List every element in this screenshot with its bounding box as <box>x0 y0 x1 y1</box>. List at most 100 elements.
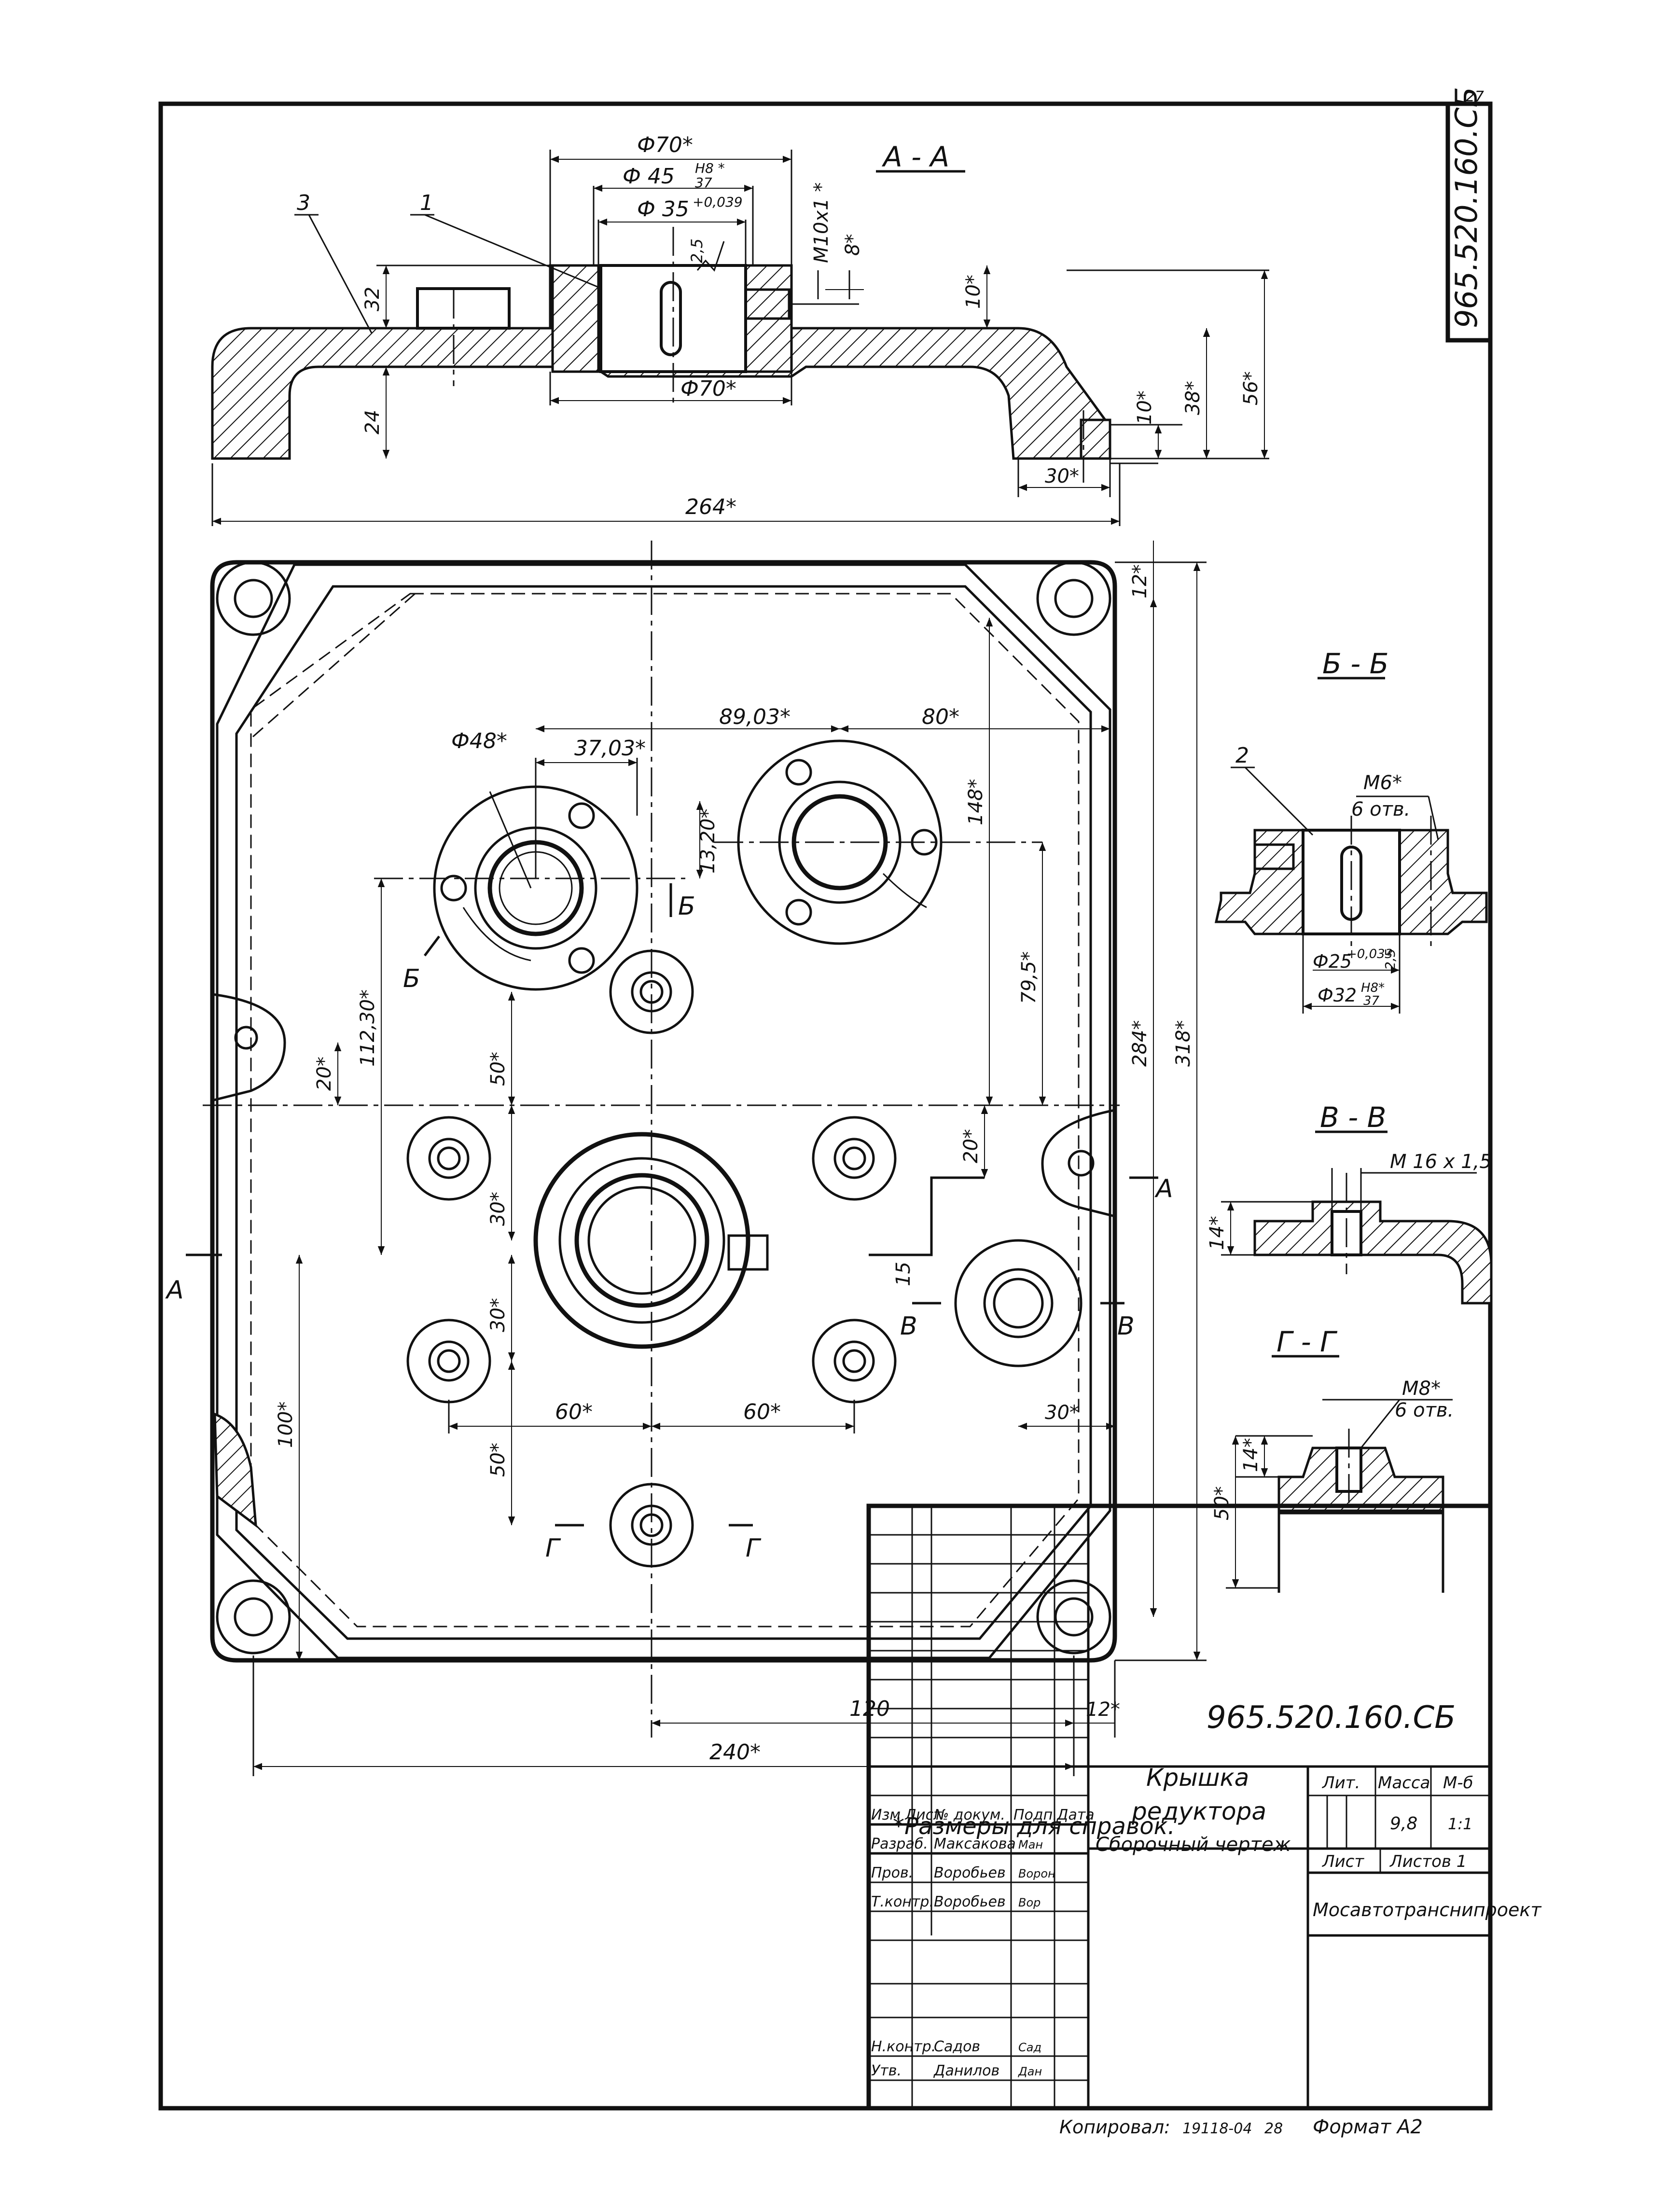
vv-thread: М 16 х 1,5 <box>1390 1151 1492 1173</box>
callout-2: 2 <box>1235 743 1249 768</box>
sheet-frame: 27 965.520.160.СБ <box>158 87 1493 2111</box>
drain-boss <box>954 1239 1082 1367</box>
bb-d25: Ф25 <box>1313 951 1352 972</box>
section-gg: Г - Г М8* 6 отв. 14* 50* <box>1211 1325 1454 1593</box>
corner-hole <box>216 561 291 636</box>
title-name-line-1: Крышка <box>1146 1764 1249 1792</box>
dim-h30a: 30* <box>487 1192 509 1226</box>
hdr-sign: Подп. <box>1013 1807 1057 1823</box>
mass-value: 9,8 <box>1390 1814 1417 1834</box>
hdr-date: Дата <box>1056 1807 1095 1823</box>
gg-count: 6 отв. <box>1395 1399 1454 1421</box>
callout-1: 1 <box>420 191 433 215</box>
person-nkontr: Садов <box>934 2038 980 2055</box>
person-razrab: Максакова <box>934 1836 1016 1852</box>
sign-razrab: Ман <box>1018 1838 1043 1851</box>
dim-d70-top: Ф70* <box>637 133 693 157</box>
dim-d70-bottom: Ф70* <box>680 376 736 401</box>
person-tkontr: Воробьев <box>934 1893 1006 1910</box>
dim-d45-tol-bottom: 37 <box>695 175 712 191</box>
dim-d45-tol-top: H8 * <box>695 160 725 176</box>
section-mark-b-1: Б <box>678 892 695 921</box>
small-boss <box>812 1319 897 1404</box>
dim-h13: 13,20* <box>697 808 719 874</box>
sign-prov: Ворон <box>1018 1867 1055 1880</box>
dim-w264: 264* <box>685 495 736 519</box>
corner-hole <box>216 1579 291 1655</box>
dim-d35: Ф 35 <box>637 197 689 222</box>
dim-h56: 56* <box>1240 371 1262 405</box>
dim-h112: 112,30* <box>357 989 379 1067</box>
dim-h284: 284* <box>1129 1020 1151 1067</box>
dim-w240: 240* <box>709 1740 761 1765</box>
plan-view: А А Б Б В В Г Г Ф48* 37,03* 89,03* 80* 1… <box>165 541 1207 1776</box>
mass-label: Масса <box>1378 1773 1430 1793</box>
section-vv-title: В - В <box>1320 1101 1386 1134</box>
copy-extra: 28 <box>1264 2120 1283 2137</box>
scale-label: М-б <box>1443 1773 1473 1793</box>
dim-h20a: 20* <box>313 1057 335 1091</box>
dim-w37: 37,03* <box>574 736 646 761</box>
dim-d35-tol: +0,039 <box>693 194 743 210</box>
sheet-label: Лист <box>1321 1852 1364 1871</box>
copy-label: Копировал: <box>1059 2116 1170 2138</box>
dim-h38: 38* <box>1182 381 1204 415</box>
section-gg-title: Г - Г <box>1277 1325 1338 1358</box>
dim-m10-thread: М10х1 * <box>810 182 833 263</box>
gg-thread: М8* <box>1402 1377 1441 1400</box>
side-document-code: 965.520.160.СБ <box>1449 87 1484 328</box>
roughness-mark: 2,5 <box>688 238 706 263</box>
section-bb: Б - Б 2 М6* 6 отв. 2,5 Ф25 +0,033 Ф32 H8… <box>1214 647 1488 1014</box>
sign-nkontr: Сад <box>1018 2041 1041 2054</box>
hdr-izm-list: Изм Лист <box>871 1807 943 1823</box>
dim-h50b: 50* <box>487 1443 509 1477</box>
dim-depth8: 8* <box>842 234 864 256</box>
copy-value: 19118-04 <box>1182 2120 1252 2137</box>
person-prov: Воробьев <box>934 1864 1006 1881</box>
title-doc-code: 965.520.160.СБ <box>1207 1700 1456 1736</box>
dim-h20b: 20* <box>960 1129 982 1163</box>
hdr-doc-no: № докум. <box>933 1807 1005 1823</box>
page-number: 27 <box>1466 88 1484 105</box>
bb-d32-tol-top: H8* <box>1361 981 1385 995</box>
section-aa-title: А - А <box>881 140 949 173</box>
dim-h318: 318* <box>1172 1020 1194 1067</box>
role-utv: Утв. <box>871 2062 902 2079</box>
central-boss <box>533 1132 769 1349</box>
bb-count: 6 отв. <box>1351 798 1410 821</box>
plan-outer-contour <box>210 560 1117 1663</box>
dim-w60b: 60* <box>743 1400 781 1424</box>
format-label: Формат А2 <box>1313 2116 1423 2138</box>
dim-w12: 12* <box>1086 1698 1120 1721</box>
bb-roughness: 2,5 <box>1382 948 1398 970</box>
dim-d48: Ф48* <box>451 729 507 753</box>
dim-w30-plan: 30* <box>1045 1402 1079 1424</box>
section-mark-g-1: Г <box>545 1534 561 1563</box>
dim-h148: 148* <box>965 779 987 825</box>
section-mark-a-right: А <box>1154 1174 1173 1203</box>
dim-h30b: 30* <box>487 1298 509 1332</box>
footnote: *Размеры для справок. <box>893 1813 1175 1840</box>
bb-d32: Ф32 <box>1318 985 1357 1006</box>
bb-thread: М6* <box>1363 772 1402 794</box>
dim-h50a: 50* <box>487 1052 509 1086</box>
dim-h100: 100* <box>275 1402 297 1448</box>
role-tkontr: Т.контр. <box>871 1893 934 1910</box>
bb-d32-tol-bottom: 37 <box>1363 994 1380 1008</box>
dim-h79: 79,5* <box>1018 951 1040 1004</box>
title-name-line-3: Сборочный чертеж <box>1096 1834 1291 1856</box>
role-nkontr: Н.контр. <box>871 2038 936 2055</box>
organization: Мосавтотранснипроект <box>1313 1899 1542 1920</box>
small-boss <box>406 1116 491 1201</box>
scale-value: 1:1 <box>1448 1815 1473 1833</box>
section-vv: В - В М 16 х 1,5 14* <box>1206 1101 1493 1305</box>
title-name-line-2: редуктора <box>1131 1797 1266 1825</box>
small-boss <box>812 1116 897 1201</box>
small-boss <box>406 1319 491 1404</box>
dim-h12: 12* <box>1129 564 1151 598</box>
person-utv: Данилов <box>933 2062 999 2079</box>
section-mark-g-2: Г <box>746 1534 762 1563</box>
sign-utv: Дан <box>1018 2065 1042 2078</box>
gg-h50: 50* <box>1211 1486 1233 1520</box>
